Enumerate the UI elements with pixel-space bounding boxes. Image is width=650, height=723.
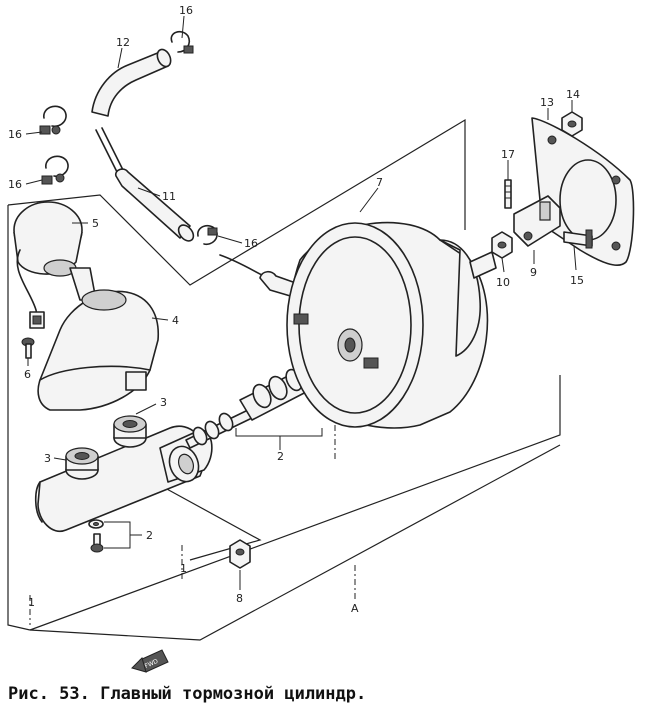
label-3-front: 3 [44, 452, 51, 465]
hose-clamp-middle [197, 224, 218, 246]
label-14: 14 [566, 88, 580, 101]
grommet-front [65, 447, 99, 480]
label-7: 7 [376, 176, 383, 189]
label-4: 4 [172, 314, 179, 327]
cylinder-mount-nut [229, 539, 251, 569]
label-16-left-lower: 16 [8, 178, 22, 191]
clevis-pin [563, 229, 593, 249]
figure-caption: Рис. 53. Главный тормозной цилиндр. [8, 684, 367, 704]
cylinder-washer [88, 519, 104, 529]
reservoir-cap [13, 201, 83, 329]
label-16-top: 16 [179, 4, 193, 17]
label-12: 12 [116, 36, 130, 49]
gasket-nut [561, 111, 583, 137]
label-9: 9 [530, 266, 537, 279]
brake-master-cylinder-diagram: FWD 16 12 16 16 11 16 5 4 6 [7, 4, 635, 673]
assembly-frame [7, 118, 561, 641]
label-8: 8 [236, 592, 243, 605]
label-10: 10 [496, 276, 510, 289]
label-A: A [351, 602, 359, 615]
vacuum-hose-upper [91, 48, 172, 117]
label-2-piston: 2 [277, 450, 284, 463]
part-labels: 16 12 16 16 11 16 5 4 6 7 13 14 17 9 10 … [8, 4, 584, 615]
cylinder-bolt [90, 533, 104, 553]
label-3-rear: 3 [160, 396, 167, 409]
hose-clamp-left-lower [41, 155, 69, 185]
label-15: 15 [570, 274, 584, 287]
label-11: 11 [162, 190, 176, 203]
push-rod-stud [504, 179, 512, 209]
grommet-rear [113, 415, 147, 448]
brake-booster [286, 221, 497, 429]
forward-arrow-icon: FWD [131, 649, 169, 673]
leader-lines [25, 15, 577, 590]
label-1-right: 1 [180, 562, 187, 575]
clevis-lock-nut [491, 231, 513, 259]
clevis [513, 195, 561, 247]
label-16-left-upper: 16 [8, 128, 22, 141]
label-17: 17 [501, 148, 515, 161]
label-2-bolt: 2 [146, 529, 153, 542]
label-1-left: 1 [28, 596, 35, 609]
label-6: 6 [24, 368, 31, 381]
hose-clamp-top [170, 30, 194, 54]
fluid-reservoir [37, 289, 160, 411]
label-5: 5 [92, 217, 99, 230]
hose-clamp-left-upper [39, 105, 67, 135]
label-13: 13 [540, 96, 554, 109]
label-16-middle: 16 [244, 237, 258, 250]
vacuum-hose-lower [95, 127, 195, 242]
reservoir-screw [21, 337, 35, 359]
